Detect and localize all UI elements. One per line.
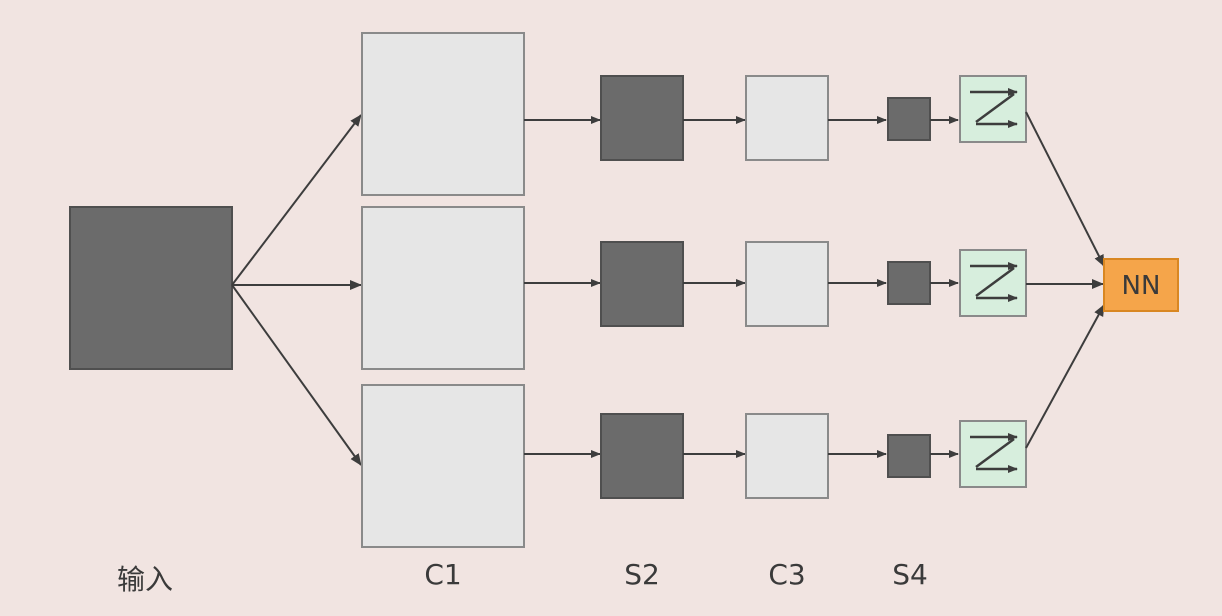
arrow-fc-bottom-to-nn <box>1025 304 1105 449</box>
zigzag-arrow-icon <box>970 88 1018 128</box>
arrow-input-to-c1-bottom <box>231 284 362 466</box>
label-c1: C1 <box>424 558 461 591</box>
nn-block: NN <box>1103 258 1179 312</box>
label-s2: S2 <box>624 558 660 591</box>
arrow-fc-top-to-nn <box>1025 111 1105 267</box>
zigzag-arrow-icon <box>970 433 1018 473</box>
c3-map-top <box>745 75 829 161</box>
label-s4: S4 <box>892 558 928 591</box>
input-feature-map <box>69 206 233 370</box>
arrow-input-to-c1-top <box>231 114 362 286</box>
fc-block-middle <box>959 249 1027 317</box>
c3-map-bottom <box>745 413 829 499</box>
c1-map-bottom <box>361 384 525 548</box>
c1-map-top <box>361 32 525 196</box>
c1-map-middle <box>361 206 525 370</box>
fc-block-bottom-box <box>959 420 1027 488</box>
s2-map-middle <box>600 241 684 327</box>
c3-map-middle <box>745 241 829 327</box>
fc-block-top <box>959 75 1027 143</box>
zigzag-arrow-icon <box>970 262 1018 302</box>
s2-map-top <box>600 75 684 161</box>
fc-block-bottom <box>959 420 1027 488</box>
s4-map-middle <box>887 261 931 305</box>
s2-map-bottom <box>600 413 684 499</box>
label-input: 输入 <box>117 563 173 596</box>
label-c3: C3 <box>768 558 805 591</box>
s4-map-bottom <box>887 434 931 478</box>
nn-block-box <box>1103 258 1179 312</box>
s4-map-top <box>887 97 931 141</box>
nn-label: NN <box>1122 271 1161 301</box>
